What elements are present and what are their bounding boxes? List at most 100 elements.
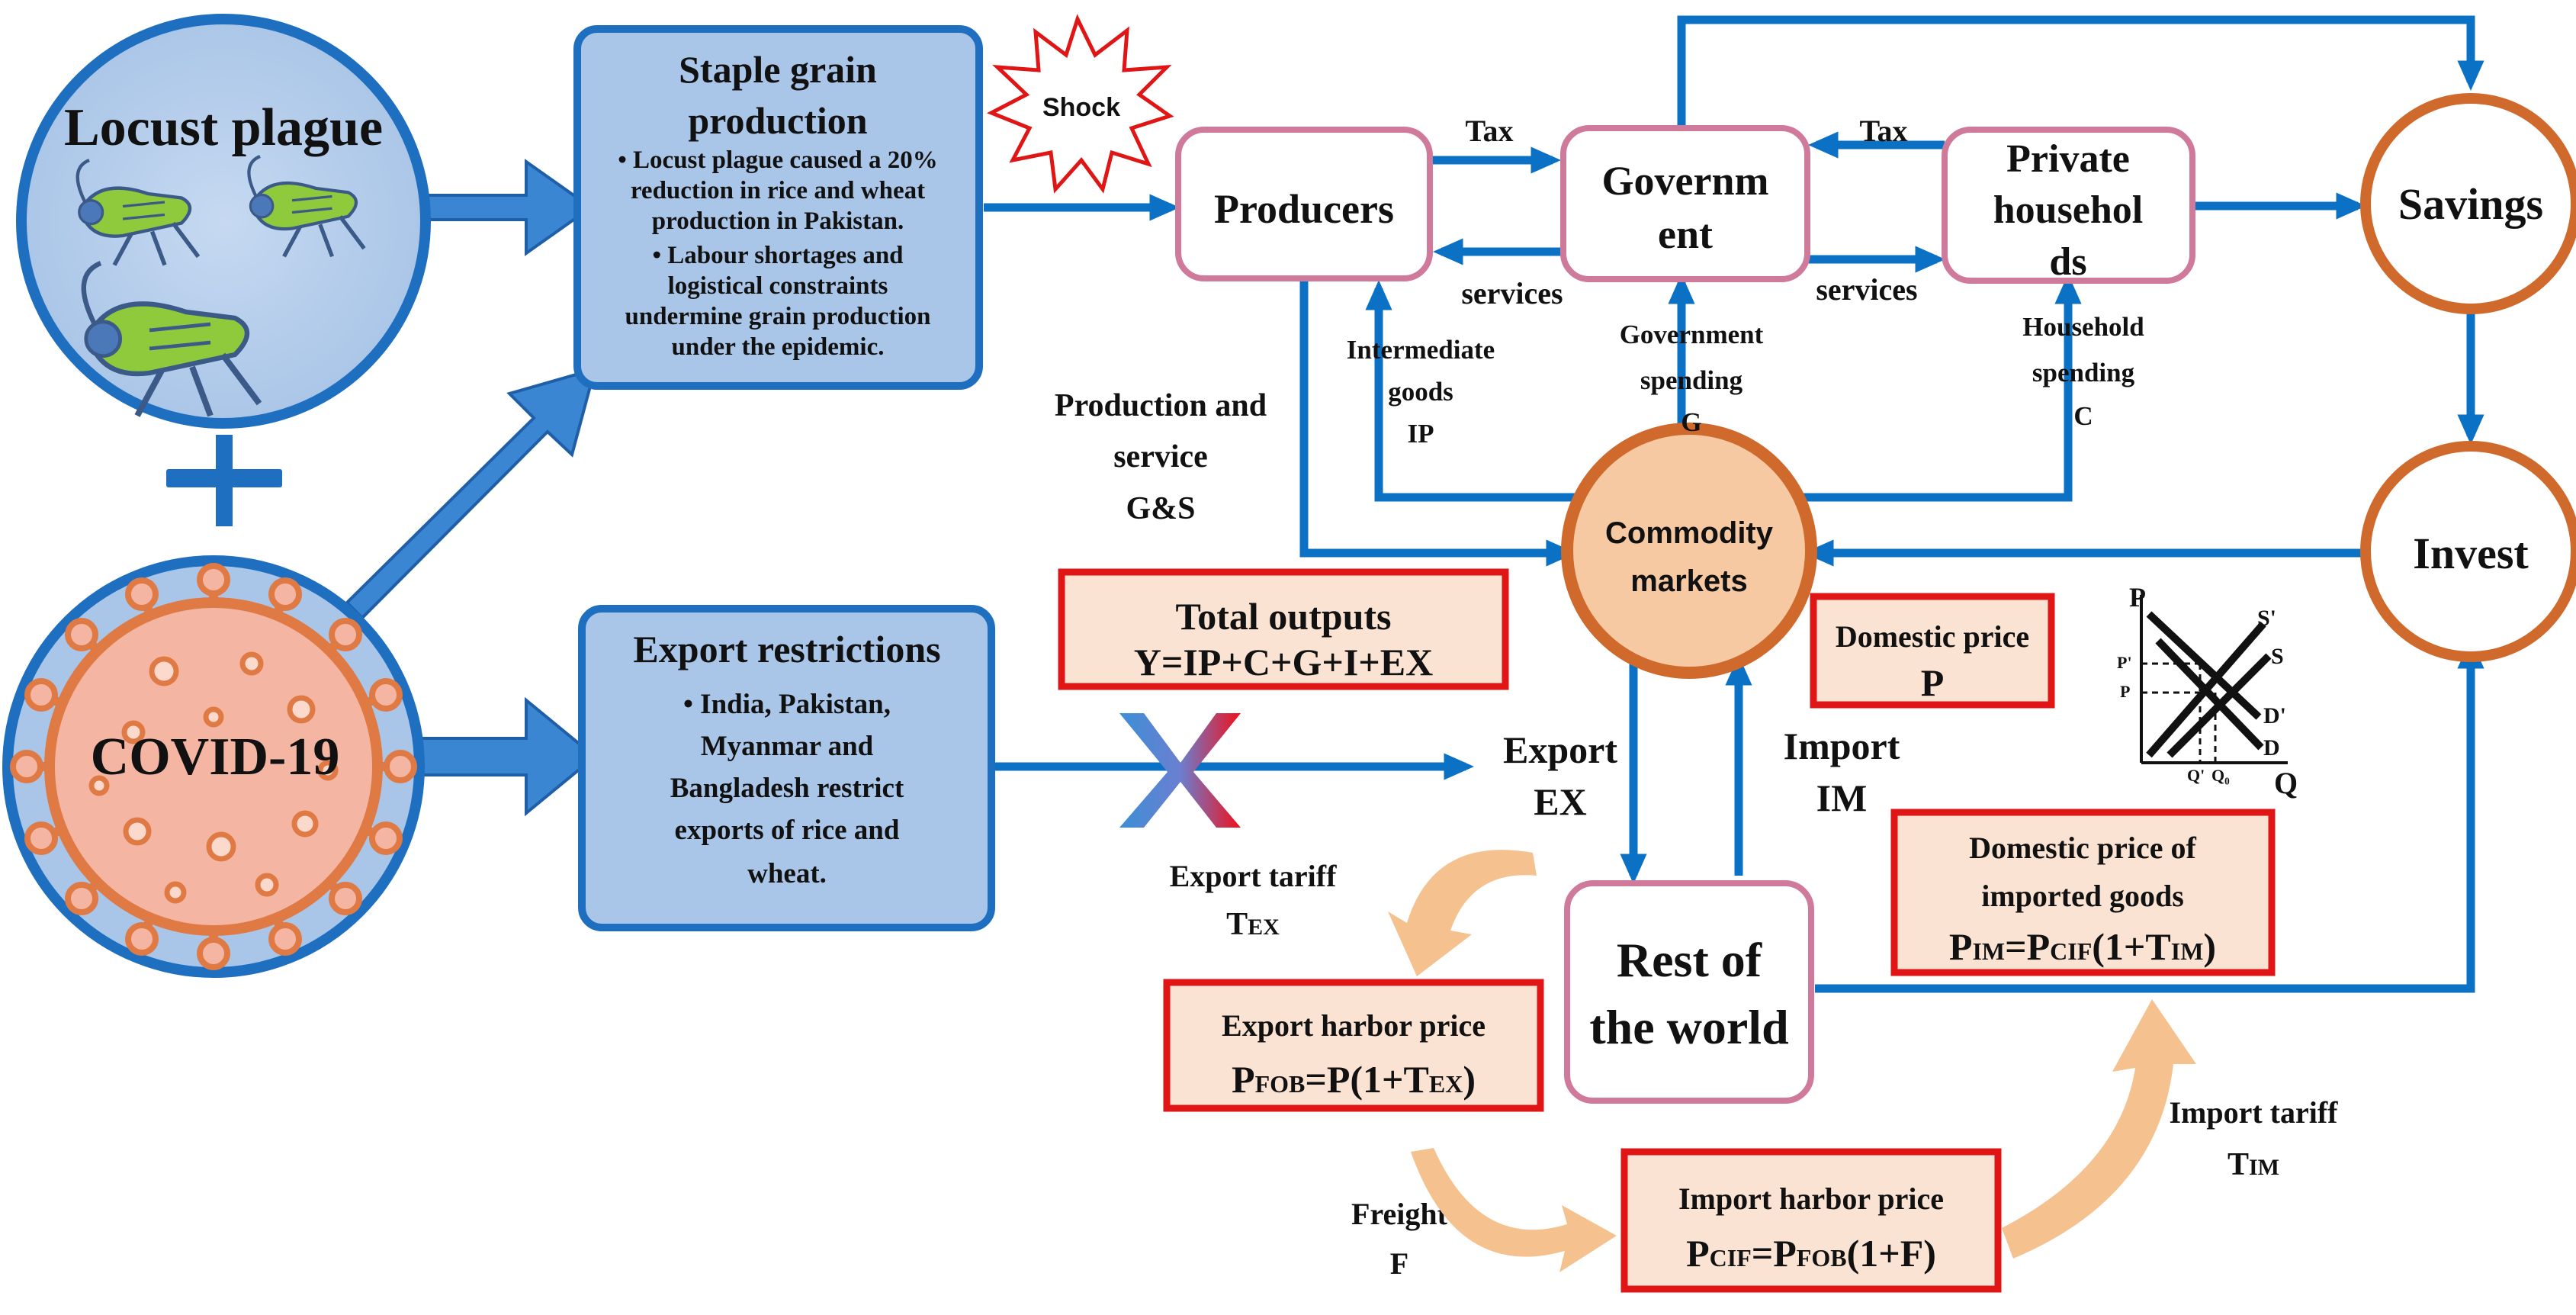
export-bullet-line: wheat.	[747, 858, 827, 889]
commodity-markets-node: Commodity markets	[1561, 423, 1817, 679]
import-label-line: Import	[1784, 725, 1900, 767]
rest-label-line-1: Rest of	[1617, 933, 1762, 987]
production-label-line: service	[1113, 439, 1208, 474]
rest-label-line-2: the world	[1589, 1000, 1788, 1054]
sd-label-p-prime: P'	[2117, 653, 2132, 672]
staple-bullet-line: • Locust plague caused a 20%	[618, 146, 938, 174]
government-label-line-1: Governm	[1602, 158, 1769, 204]
block-arrow-covid-to-staple	[345, 367, 597, 620]
total-outputs-formula: Y=IP+C+G+I+EX	[1134, 641, 1433, 683]
export-bullet-line: Myanmar and	[701, 731, 874, 762]
sd-label-q-prime: Q'	[2187, 766, 2205, 785]
sd-axis-y: P	[2129, 582, 2146, 612]
export-tariff-label: Export tariff	[1170, 859, 1338, 893]
invest-label: Invest	[2413, 529, 2529, 578]
virus-icon	[10, 563, 417, 970]
locust-plague-node: Locust plague	[16, 14, 431, 429]
export-bullet-line: exports of rice and	[675, 815, 900, 846]
services-left-label: services	[1461, 276, 1563, 310]
tax-right-label: Tax	[1859, 114, 1907, 148]
staple-bullet-line: production in Pakistan.	[652, 207, 904, 235]
households-label-line-1: Private	[2006, 137, 2130, 181]
flow-arrows	[984, 15, 2484, 993]
commodity-label-line-2: markets	[1630, 564, 1747, 598]
staple-bullet-line: reduction in rice and wheat	[631, 177, 925, 204]
domestic-price-box: Domestic price P	[1810, 593, 2055, 709]
domestic-imported-formula: PIM=PCIF(1+TIM)	[1949, 925, 2216, 968]
savings-node: Savings	[2360, 93, 2576, 314]
export-bullet-line: • India, Pakistan,	[683, 689, 891, 720]
gov-spending-label-line: spending	[1640, 365, 1743, 395]
import-harbor-title: Import harbor price	[1678, 1182, 1944, 1216]
savings-label: Savings	[2398, 179, 2543, 229]
gov-spending-label-line: Government	[1620, 320, 1764, 349]
export-harbor-title: Export harbor price	[1222, 1008, 1486, 1043]
producers-label: Producers	[1214, 186, 1394, 232]
staple-title-line-2: production	[688, 99, 867, 142]
sd-label-d: D	[2263, 735, 2280, 760]
intermediate-label-line: IP	[1408, 419, 1434, 449]
staple-bullet-line: • Labour shortages and	[652, 242, 903, 269]
rest-of-world-node: Rest of the world	[1564, 880, 1814, 1104]
export-harbor-price-box: Export harbor price PFOB=P(1+TEX)	[1163, 979, 1544, 1112]
sd-axis-x: Q	[2274, 766, 2298, 800]
export-label-line: Export	[1503, 728, 1617, 771]
government-label-line-2: ent	[1658, 211, 1713, 257]
sd-demand-line	[2155, 638, 2264, 751]
locust-plague-title: Locust plague	[64, 98, 383, 157]
staple-title-line-1: Staple grain	[679, 48, 877, 91]
import-tariff-label: Import tariff	[2169, 1095, 2338, 1130]
curved-arrow-import-tariff	[2002, 999, 2196, 1259]
households-label-line-3: ds	[2049, 240, 2086, 284]
households-node: Private househol ds	[1942, 127, 2195, 284]
domestic-price-symbol: P	[1921, 661, 1945, 704]
freight-label-line: F	[1390, 1246, 1408, 1281]
domestic-imported-price-box: Domestic price of imported goods PIM=PCI…	[1890, 809, 2276, 976]
shock-starburst: Shock	[987, 14, 1174, 194]
sd-demand-prime-line	[2146, 611, 2262, 720]
driver-connector	[166, 435, 282, 526]
intermediate-label-line: Intermediate	[1347, 335, 1495, 365]
export-bullet-line: Bangladesh restrict	[670, 773, 904, 804]
covid-node: COVID-19	[2, 555, 425, 978]
supply-demand-chart: P Q S' S D' D P' P Q' Q₀	[2117, 582, 2298, 800]
staple-grain-box: Staple grain production • Locust plague …	[573, 25, 983, 390]
total-outputs-box: Total outputs Y=IP+C+G+I+EX	[1058, 568, 1509, 690]
sd-label-q0: Q₀	[2211, 766, 2230, 785]
tax-left-label: Tax	[1465, 114, 1513, 148]
hh-spending-label-line: Household	[2022, 312, 2144, 342]
sd-label-d-prime: D'	[2263, 703, 2286, 728]
government-node: Governm ent	[1560, 125, 1810, 282]
invest-node: Invest	[2360, 441, 2576, 662]
export-restrictions-title: Export restrictions	[633, 628, 940, 670]
shock-icon	[987, 14, 1174, 194]
producers-node: Producers	[1175, 127, 1433, 281]
hh-spending-label-line: spending	[2032, 358, 2135, 387]
staple-bullet-line: undermine grain production	[625, 303, 931, 330]
shock-label: Shock	[1042, 93, 1120, 122]
sd-label-s-prime: S'	[2257, 606, 2276, 631]
export-restrictions-box: Export restrictions • India, Pakistan, M…	[578, 605, 995, 931]
curved-arrow-freight	[1411, 1148, 1617, 1272]
block-arrows	[345, 159, 598, 817]
export-harbor-formula: PFOB=P(1+TEX)	[1232, 1058, 1476, 1101]
households-label-line-2: househol	[1993, 188, 2144, 232]
production-label-line: Production and	[1055, 388, 1267, 423]
import-label-line: IM	[1816, 776, 1868, 819]
import-tariff-symbol: TIM	[2228, 1147, 2279, 1182]
staple-bullet-line: logistical constraints	[668, 272, 888, 300]
staple-bullet-line: under the epidemic.	[672, 333, 885, 361]
domestic-price-title: Domestic price	[1836, 619, 2029, 654]
curved-arrows	[1388, 850, 2196, 1272]
commodity-label-line-1: Commodity	[1605, 516, 1774, 550]
gov-spending-label-line: G	[1681, 407, 1701, 437]
export-tariff-symbol: TEX	[1226, 907, 1280, 942]
sd-label-s: S	[2271, 644, 2284, 669]
import-harbor-price-box: Import harbor price PCIF=PFOB(1+F)	[1620, 1148, 2002, 1293]
hh-spending-label-line: C	[2073, 401, 2093, 431]
freight-label-line: Freight	[1351, 1197, 1448, 1231]
block-arrow-covid-to-export	[403, 696, 598, 817]
sd-label-p: P	[2120, 682, 2130, 701]
